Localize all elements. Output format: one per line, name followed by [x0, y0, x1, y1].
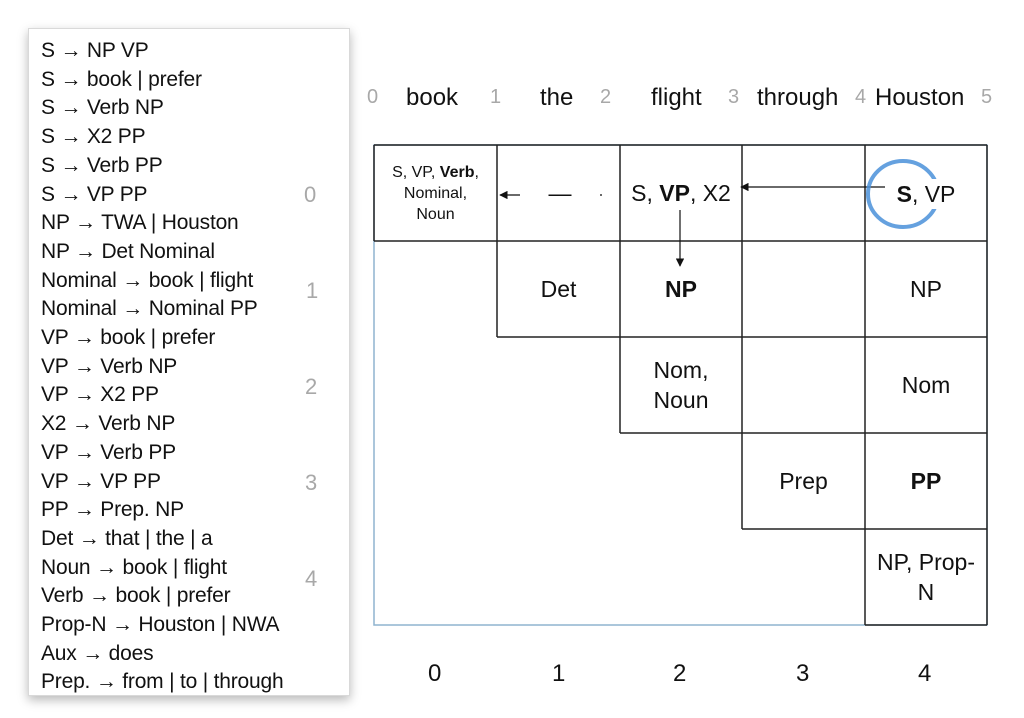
word-houston: Houston [875, 84, 965, 111]
position-1: 1 [490, 86, 502, 108]
cell-0-4: S, VP [865, 145, 987, 241]
grammar-rule: Nominal → Nominal PP [41, 297, 258, 321]
word-book: book [406, 84, 459, 111]
cell-1-2: NP [665, 276, 697, 302]
position-4: 4 [855, 86, 867, 108]
row-index-3: 3 [305, 470, 318, 495]
column-index-0: 0 [428, 660, 442, 687]
grammar-rule: NP → Det Nominal [41, 239, 215, 263]
grammar-rule: Nominal → book | flight [41, 268, 254, 292]
grammar-rule: Det → that | the | a [41, 526, 213, 550]
grammar-rule: VP → book | prefer [41, 326, 216, 350]
position-0: 0 [367, 86, 379, 108]
grammar-rule: Prep. → from | to | through [41, 670, 284, 694]
position-5: 5 [981, 86, 993, 108]
grammar-rule: S → Verb PP [41, 153, 163, 177]
grammar-rule: VP → Verb NP [41, 354, 178, 378]
cell-1-4: NP [910, 276, 942, 302]
word-the: the [540, 84, 574, 111]
cell-0-1: — [520, 178, 600, 208]
cell-0-2: S, VP, X2 [629, 178, 733, 208]
column-index-2: 2 [673, 660, 687, 687]
position-2: 2 [600, 86, 612, 108]
grammar-rule: NP → TWA | Houston [41, 211, 239, 235]
grammar-rules-panel: S → NP VP S → book | prefer S → Verb NP S →… [28, 28, 350, 696]
grammar-rule: Noun → book | flight [41, 555, 227, 579]
grammar-rule: PP → Prep. NP [41, 498, 184, 522]
grammar-rule: X2 → Verb NP [41, 412, 176, 436]
grammar-rule: S → X2 PP [41, 125, 146, 149]
column-index-1: 1 [552, 660, 566, 687]
grammar-rule: S → VP PP [41, 182, 148, 206]
row-index-4: 4 [305, 566, 318, 591]
grammar-rule: S → NP VP [41, 39, 149, 62]
column-index-4: 4 [918, 660, 932, 687]
grammar-rule: S → Verb NP [41, 96, 164, 120]
position-3: 3 [728, 86, 740, 108]
grammar-rules-list: S → NP VP S → book | prefer S → Verb NP S →… [29, 29, 349, 697]
word-flight: flight [651, 84, 702, 111]
row-index-0: 0 [304, 182, 317, 207]
grammar-rule: VP → Verb PP [41, 440, 176, 464]
cell-4-4: NP, Prop-N [876, 549, 975, 605]
cell-1-1: Det [540, 276, 577, 302]
cell-3-3: Prep [779, 468, 828, 494]
grammar-rule: Prop-N → Houston | NWA [41, 613, 280, 637]
cell-2-2: Nom,Noun [653, 357, 709, 413]
cell-3-4: PP [910, 468, 942, 494]
column-index-3: 3 [796, 660, 810, 687]
cell-0-0: S, VP, Verb, Nominal, Noun [392, 163, 479, 223]
cell-2-4: Nom [901, 372, 951, 398]
grammar-rule: Aux → does [41, 641, 154, 665]
row-index-1: 1 [306, 278, 319, 303]
grammar-rule: VP → X2 PP [41, 383, 159, 407]
chart-grid [373, 144, 988, 626]
grammar-rule: S → book | prefer [41, 67, 202, 91]
grammar-rule: Verb → book | prefer [41, 584, 231, 608]
row-index-2: 2 [305, 374, 318, 399]
word-through: through [757, 84, 839, 111]
grammar-rule: VP → VP PP [41, 469, 161, 493]
